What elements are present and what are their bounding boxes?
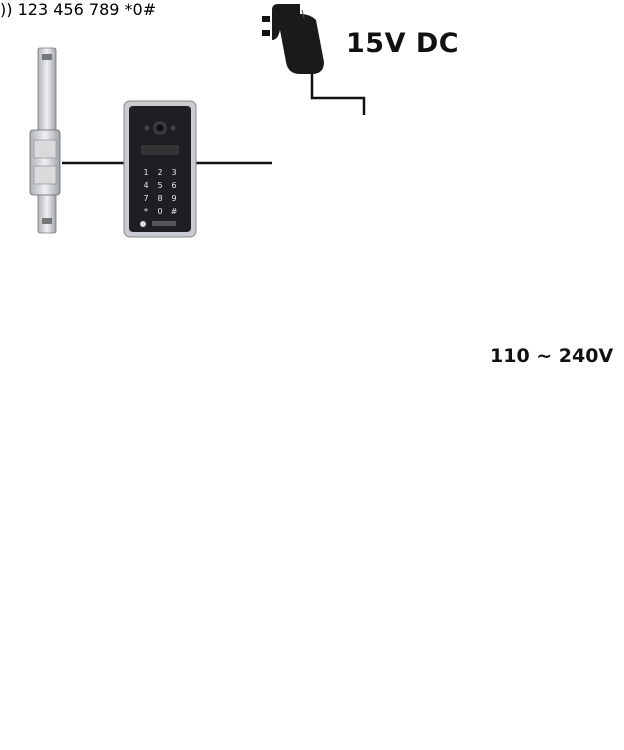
top-power-label: 15V DC <box>346 28 460 59</box>
top-wiring <box>62 72 366 165</box>
svg-text:3: 3 <box>171 168 176 177</box>
svg-text:#: # <box>171 207 178 216</box>
door-station-keypad: 123 456 789 *0# <box>17 0 157 19</box>
section-divider: G1● LINKG2● PoEG3G456789● LINK )) 123 45… <box>0 0 613 367</box>
door-station-rfid: )) <box>0 0 13 19</box>
svg-text:7: 7 <box>143 194 148 203</box>
svg-text:*: * <box>144 207 148 216</box>
svg-text:2: 2 <box>157 168 162 177</box>
svg-text:5: 5 <box>157 181 162 190</box>
switch-power-label: 110 ~ 240V <box>490 345 614 367</box>
svg-text:4: 4 <box>143 181 148 190</box>
svg-text:6: 6 <box>171 181 176 190</box>
svg-text:9: 9 <box>171 194 176 203</box>
svg-text:8: 8 <box>157 194 162 203</box>
svg-text:1: 1 <box>143 168 148 177</box>
power-adapter-top <box>262 4 324 74</box>
svg-text:0: 0 <box>157 207 162 216</box>
electric-strike-lock <box>29 47 61 234</box>
